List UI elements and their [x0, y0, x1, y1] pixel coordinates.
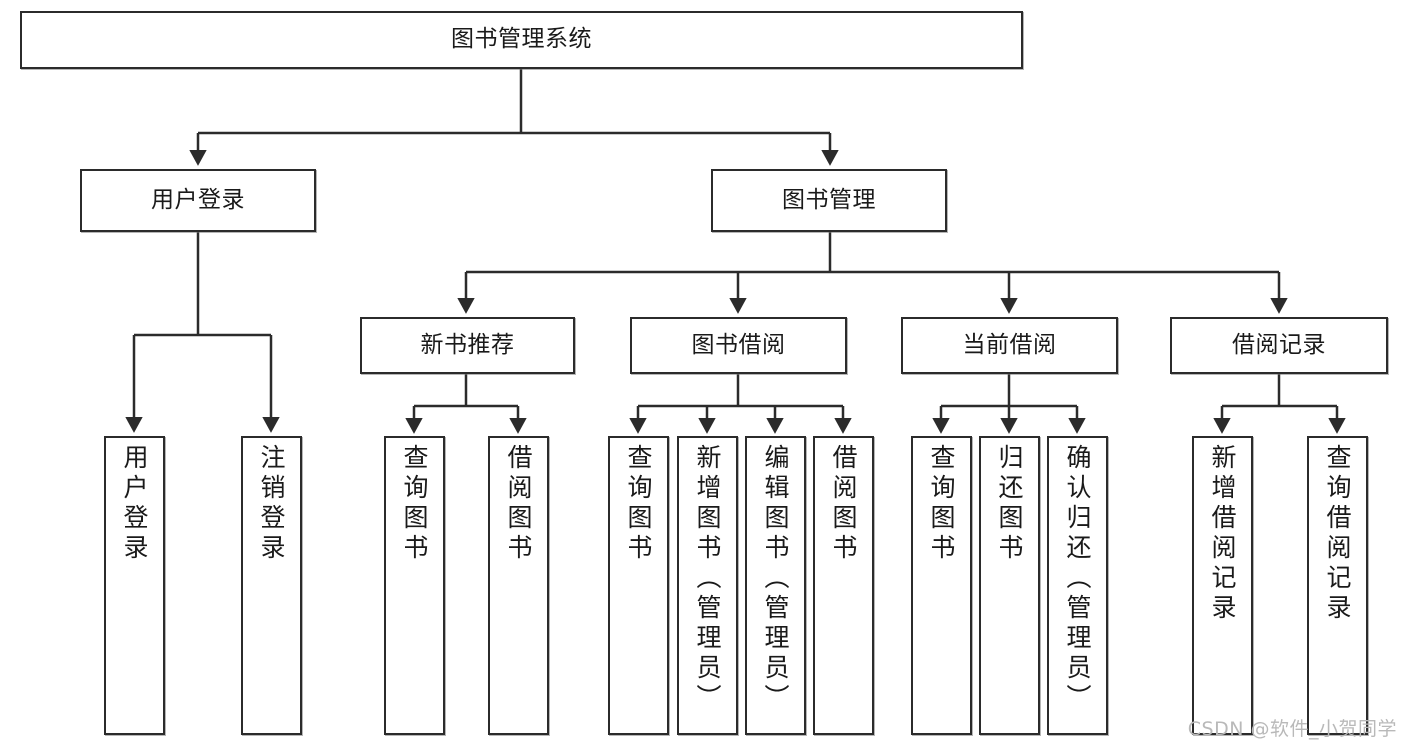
node-book-manage-label: 图书管理	[782, 186, 876, 213]
node-book-borrow-label: 图书借阅	[691, 331, 786, 358]
node-leaf-confirm-return[interactable]: 确认归还（管理员）	[1047, 436, 1108, 735]
node-leaf-borrow-book-2-label: 借阅图书	[829, 444, 858, 564]
node-root-label: 图书管理系统	[451, 26, 592, 53]
node-leaf-user-login-label: 用户登录	[120, 444, 149, 564]
node-leaf-borrow-book-2[interactable]: 借阅图书	[813, 436, 874, 735]
node-user-login-label: 用户登录	[151, 186, 245, 213]
node-leaf-query-book-2-label: 查询图书	[624, 444, 653, 564]
node-borrow-record[interactable]: 借阅记录	[1170, 317, 1388, 374]
node-leaf-confirm-return-label: 确认归还（管理员）	[1063, 444, 1092, 714]
node-leaf-query-book-3[interactable]: 查询图书	[911, 436, 972, 735]
node-user-login[interactable]: 用户登录	[80, 169, 316, 232]
node-current-borrow[interactable]: 当前借阅	[901, 317, 1118, 374]
node-leaf-add-record[interactable]: 新增借阅记录	[1192, 436, 1253, 735]
node-leaf-user-login[interactable]: 用户登录	[104, 436, 165, 735]
node-current-borrow-label: 当前借阅	[962, 331, 1057, 358]
node-root[interactable]: 图书管理系统	[20, 11, 1023, 69]
node-book-manage[interactable]: 图书管理	[711, 169, 947, 232]
node-leaf-query-record[interactable]: 查询借阅记录	[1307, 436, 1368, 735]
node-leaf-edit-book[interactable]: 编辑图书（管理员）	[745, 436, 806, 735]
node-leaf-add-book[interactable]: 新增图书（管理员）	[677, 436, 738, 735]
node-leaf-user-logout-label: 注销登录	[257, 444, 286, 564]
node-leaf-query-book-1-label: 查询图书	[400, 444, 429, 564]
node-leaf-add-record-label: 新增借阅记录	[1208, 444, 1237, 624]
node-leaf-edit-book-label: 编辑图书（管理员）	[761, 444, 790, 714]
csdn-watermark: CSDN @软件_小贺同学	[1187, 718, 1397, 740]
node-leaf-add-book-label: 新增图书（管理员）	[693, 444, 722, 714]
node-leaf-return-book[interactable]: 归还图书	[979, 436, 1040, 735]
node-leaf-query-book-1[interactable]: 查询图书	[384, 436, 445, 735]
node-leaf-query-book-2[interactable]: 查询图书	[608, 436, 669, 735]
node-leaf-borrow-book-1-label: 借阅图书	[504, 444, 533, 564]
node-leaf-query-book-3-label: 查询图书	[927, 444, 956, 564]
node-leaf-return-book-label: 归还图书	[995, 444, 1024, 564]
node-book-borrow[interactable]: 图书借阅	[630, 317, 847, 374]
node-new-book-recommend-label: 新书推荐	[420, 331, 515, 358]
node-leaf-borrow-book-1[interactable]: 借阅图书	[488, 436, 549, 735]
node-new-book-recommend[interactable]: 新书推荐	[360, 317, 575, 374]
node-borrow-record-label: 借阅记录	[1232, 331, 1326, 358]
node-leaf-query-record-label: 查询借阅记录	[1323, 444, 1352, 624]
node-leaf-user-logout[interactable]: 注销登录	[241, 436, 302, 735]
